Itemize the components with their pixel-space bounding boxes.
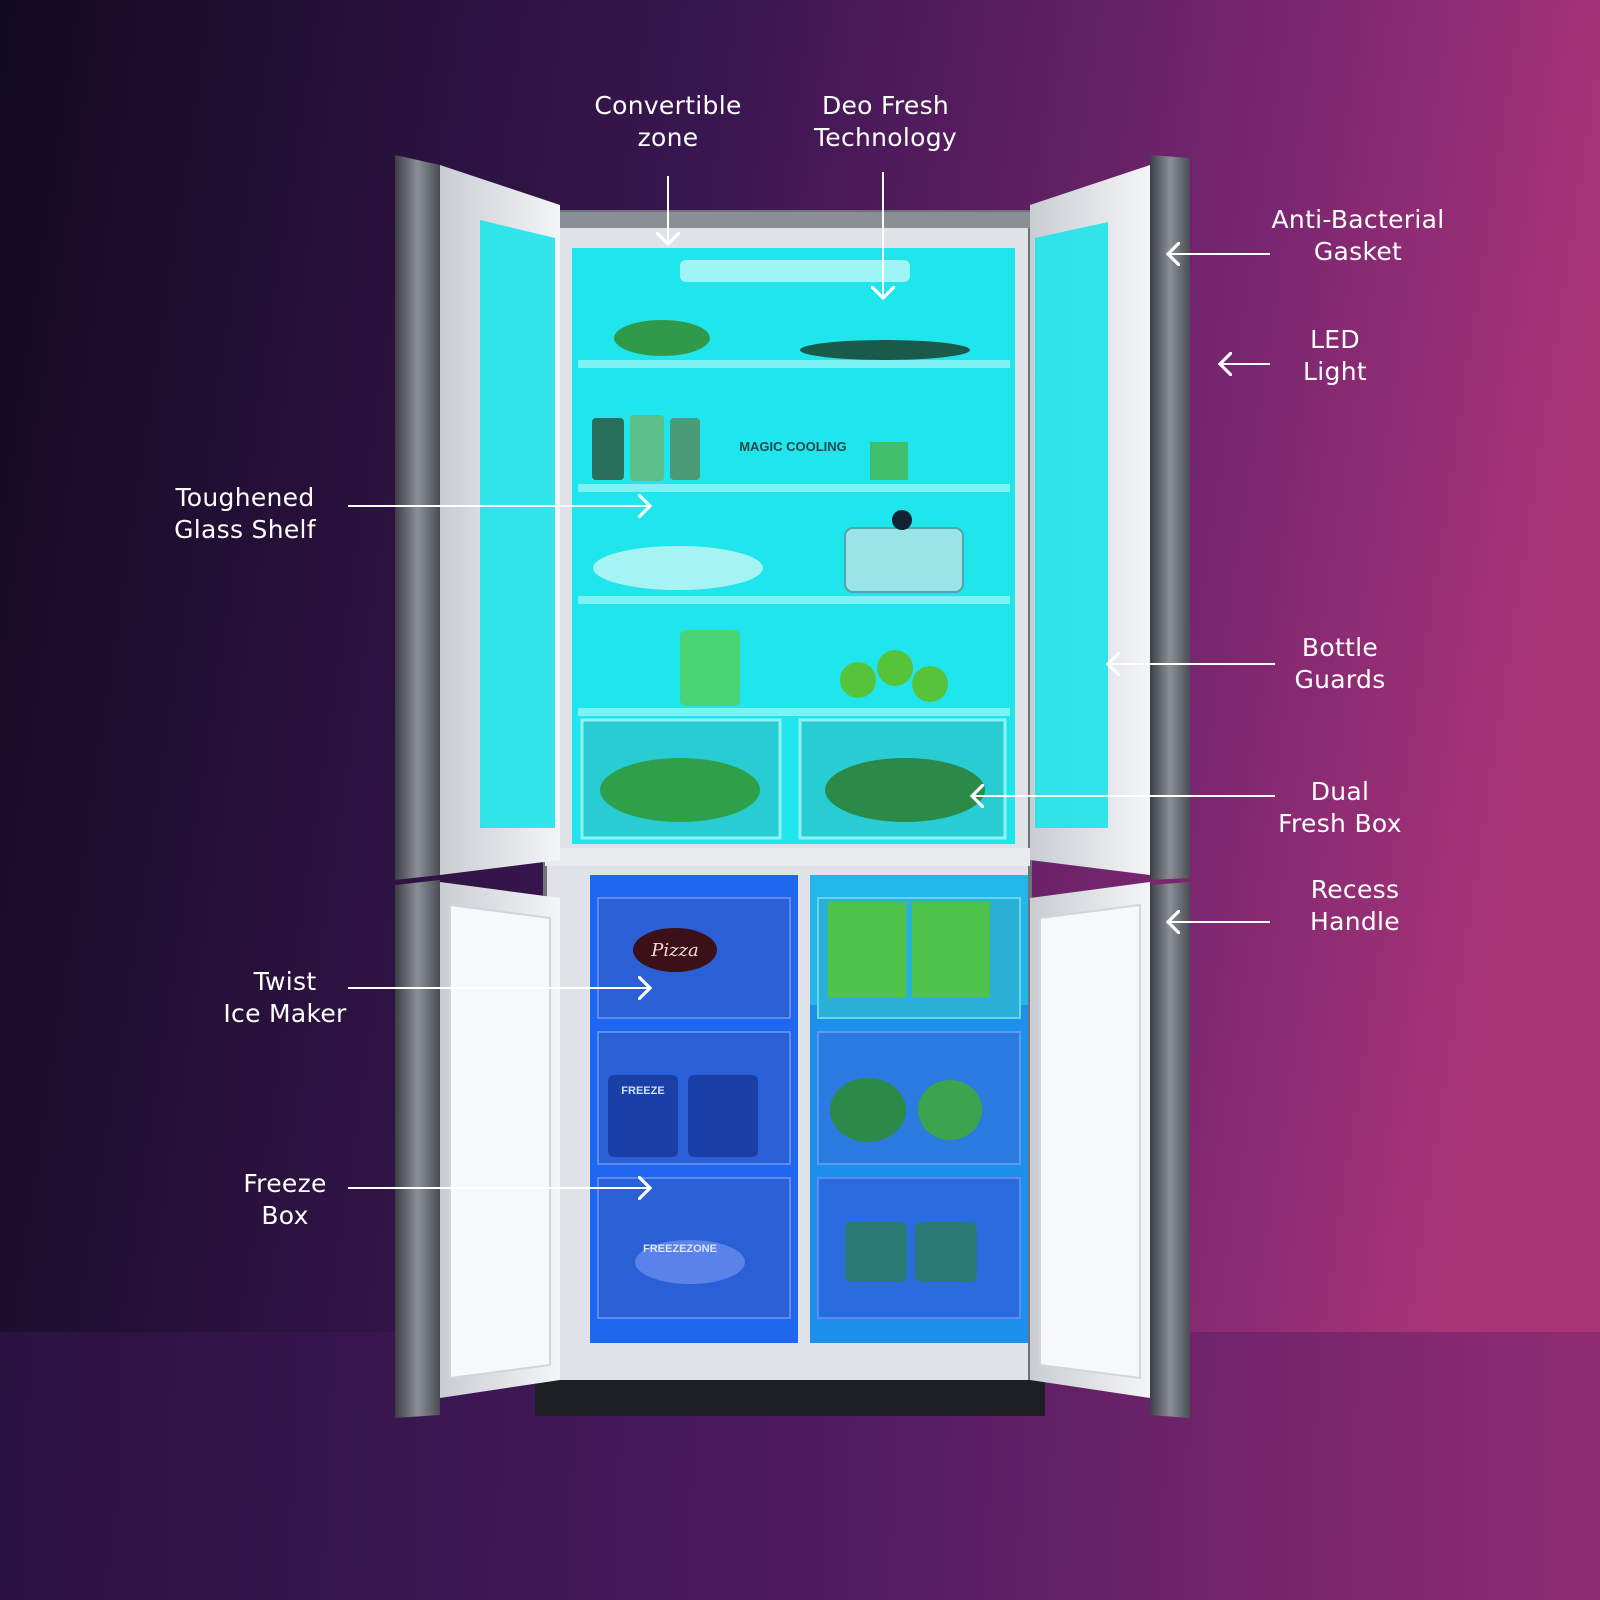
callout-toughened-glass-shelf: Toughened Glass Shelf (150, 482, 340, 546)
frozen-fish-2 (915, 1222, 977, 1282)
cherries-tray (800, 340, 970, 360)
callout-bottle-guards: Bottle Guards (1270, 632, 1410, 696)
callout-line: LED (1310, 325, 1360, 354)
magic-cooling-text: MAGIC COOLING (739, 439, 847, 454)
callout-line: Dual (1310, 777, 1370, 806)
callout-line: Technology (813, 123, 958, 152)
left-lower-door-outer (395, 880, 440, 1418)
callout-line: Convertible (594, 91, 742, 120)
callout-line: Deo Fresh (821, 91, 950, 120)
juice-jug (680, 630, 740, 706)
callout-line: Box (261, 1201, 309, 1230)
right-upper-door-outer (1150, 155, 1190, 880)
pot-lid-knob (892, 510, 912, 530)
jar-1 (592, 418, 624, 480)
freezer-drawer-l3 (597, 1177, 791, 1319)
freeze-tub-text: FREEZE (621, 1085, 664, 1097)
callout-line: Freeze (243, 1169, 327, 1198)
callout-line: Fresh Box (1278, 809, 1402, 838)
callout-dual-fresh-box: Dual Fresh Box (1260, 776, 1420, 840)
callout-line: Ice Maker (223, 999, 347, 1028)
fruits-in-left-box (600, 758, 760, 822)
broccoli-tray (830, 1078, 906, 1142)
callout-line: Recess (1310, 875, 1400, 904)
pizza-text: Pizza (650, 940, 699, 961)
salad-bowl (614, 320, 710, 356)
callout-line: Twist (253, 967, 317, 996)
green-pack-2 (912, 902, 990, 998)
lime-2 (877, 650, 913, 686)
callout-line: Gasket (1313, 237, 1403, 266)
ice-cream-tub-1 (608, 1075, 678, 1157)
shelf-3 (578, 596, 1010, 604)
ice-cream-tub-2 (688, 1075, 758, 1157)
vegetables-in-right-box (825, 758, 985, 822)
pizza-box-logo (633, 928, 717, 972)
callout-line: Bottle (1301, 633, 1379, 662)
jar-2 (630, 415, 664, 481)
fridge-base (535, 1380, 1045, 1416)
right-lower-door-panel (1039, 903, 1141, 1380)
fridge-top-trim (545, 212, 1030, 228)
freeze-zone-text: FREEZEZONE (643, 1243, 717, 1255)
callout-line: Anti-Bacterial (1271, 205, 1445, 234)
callout-line: Light (1303, 357, 1367, 386)
cooking-pot (844, 527, 964, 593)
callout-anti-bacterial-gasket: Anti-Bacterial Gasket (1248, 204, 1468, 268)
shelf-4 (578, 708, 1010, 716)
callout-line: zone (637, 123, 699, 152)
frozen-fish-1 (845, 1222, 907, 1282)
left-upper-door-outer (395, 155, 440, 880)
frozen-chicken (635, 1240, 745, 1284)
callout-line: Toughened (175, 483, 315, 512)
left-lower-door-panel (449, 903, 551, 1380)
green-pack-1 (828, 902, 906, 998)
shelf-2 (578, 484, 1010, 492)
left-door-bottle-area (480, 220, 555, 828)
callout-line: Glass Shelf (174, 515, 316, 544)
callout-convertible-zone: Convertible zone (583, 90, 753, 154)
callout-line: Guards (1294, 665, 1386, 694)
callout-twist-ice-maker: Twist Ice Maker (205, 966, 365, 1030)
peas-bowl (918, 1080, 982, 1140)
jar-3 (670, 418, 700, 480)
led-light-bar (680, 260, 910, 282)
lime-1 (840, 662, 876, 698)
callout-freeze-box: Freeze Box (225, 1168, 345, 1232)
right-door-bottle-area (1035, 222, 1108, 828)
divider-bar (545, 848, 1030, 866)
callout-recess-handle: Recess Handle (1285, 874, 1425, 938)
callout-led-light: LED Light (1275, 324, 1395, 388)
lime-3 (912, 666, 948, 702)
right-lower-door-outer (1150, 882, 1190, 1418)
box-on-shelf (870, 442, 908, 480)
callout-line: Handle (1310, 907, 1400, 936)
callout-deo-fresh: Deo Fresh Technology (798, 90, 973, 154)
shelf-1 (578, 360, 1010, 368)
dish-on-shelf (593, 546, 763, 590)
